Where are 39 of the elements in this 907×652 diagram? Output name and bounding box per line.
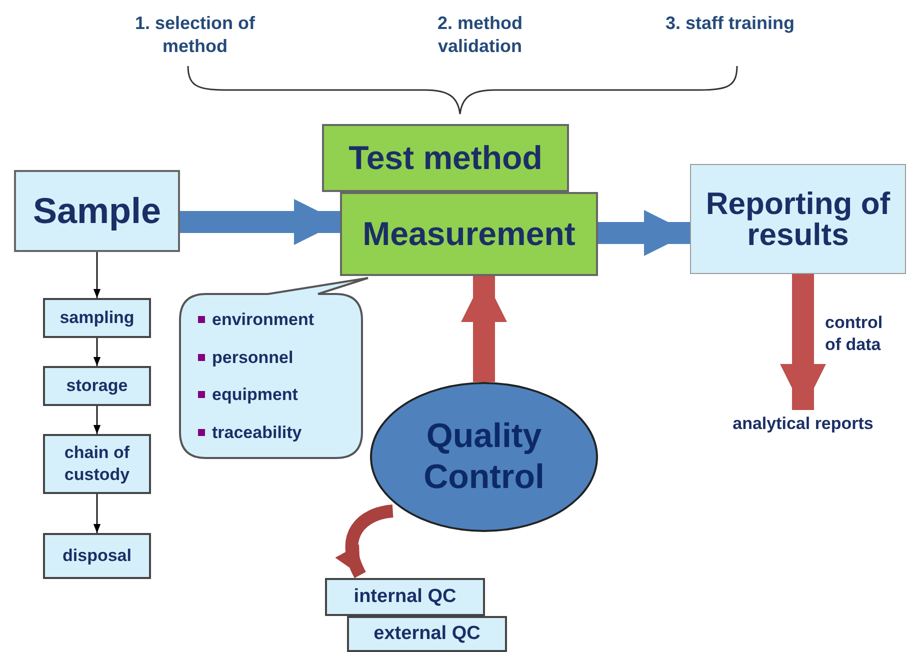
process-box bbox=[322, 124, 569, 192]
step-box bbox=[43, 434, 151, 494]
process-box bbox=[14, 170, 180, 252]
list-item: equipment bbox=[212, 384, 298, 406]
list-item: environment bbox=[212, 309, 314, 331]
arrow bbox=[93, 406, 101, 434]
step-label: 1. selection of method bbox=[134, 12, 256, 57]
process-box bbox=[690, 164, 906, 274]
node-label: analytical reports bbox=[732, 413, 874, 436]
node-label: Quality Control bbox=[422, 416, 546, 498]
step-label: 2. method validation bbox=[436, 12, 524, 57]
step-label: 3. staff training bbox=[664, 12, 796, 34]
process-box bbox=[347, 616, 507, 652]
step-box bbox=[43, 298, 151, 338]
node-label: Sample bbox=[32, 189, 162, 233]
block-arrow bbox=[780, 274, 826, 410]
block-arrow bbox=[460, 276, 508, 382]
list-item: personnel bbox=[212, 346, 294, 368]
node-label: disposal bbox=[62, 544, 132, 567]
node-label: internal QC bbox=[354, 584, 456, 609]
node-label: storage bbox=[66, 374, 128, 397]
arrow bbox=[93, 252, 101, 298]
process-box bbox=[325, 578, 485, 616]
arrow bbox=[93, 338, 101, 366]
block-arrow bbox=[336, 504, 394, 578]
node-label: Measurement bbox=[362, 214, 576, 254]
process-box bbox=[340, 192, 598, 276]
arrow bbox=[93, 494, 101, 533]
node-label: sampling bbox=[60, 306, 134, 329]
block-arrow bbox=[598, 210, 690, 256]
step-box bbox=[43, 533, 151, 579]
node-label: chain of custody bbox=[63, 442, 131, 486]
node-label: Test method bbox=[348, 138, 542, 178]
list-item: traceability bbox=[212, 422, 302, 444]
speech-bubble bbox=[180, 277, 370, 458]
node-label: Reporting of results bbox=[704, 188, 892, 250]
block-arrow bbox=[180, 198, 340, 246]
node-label: external QC bbox=[374, 622, 480, 646]
step-box bbox=[43, 366, 151, 406]
